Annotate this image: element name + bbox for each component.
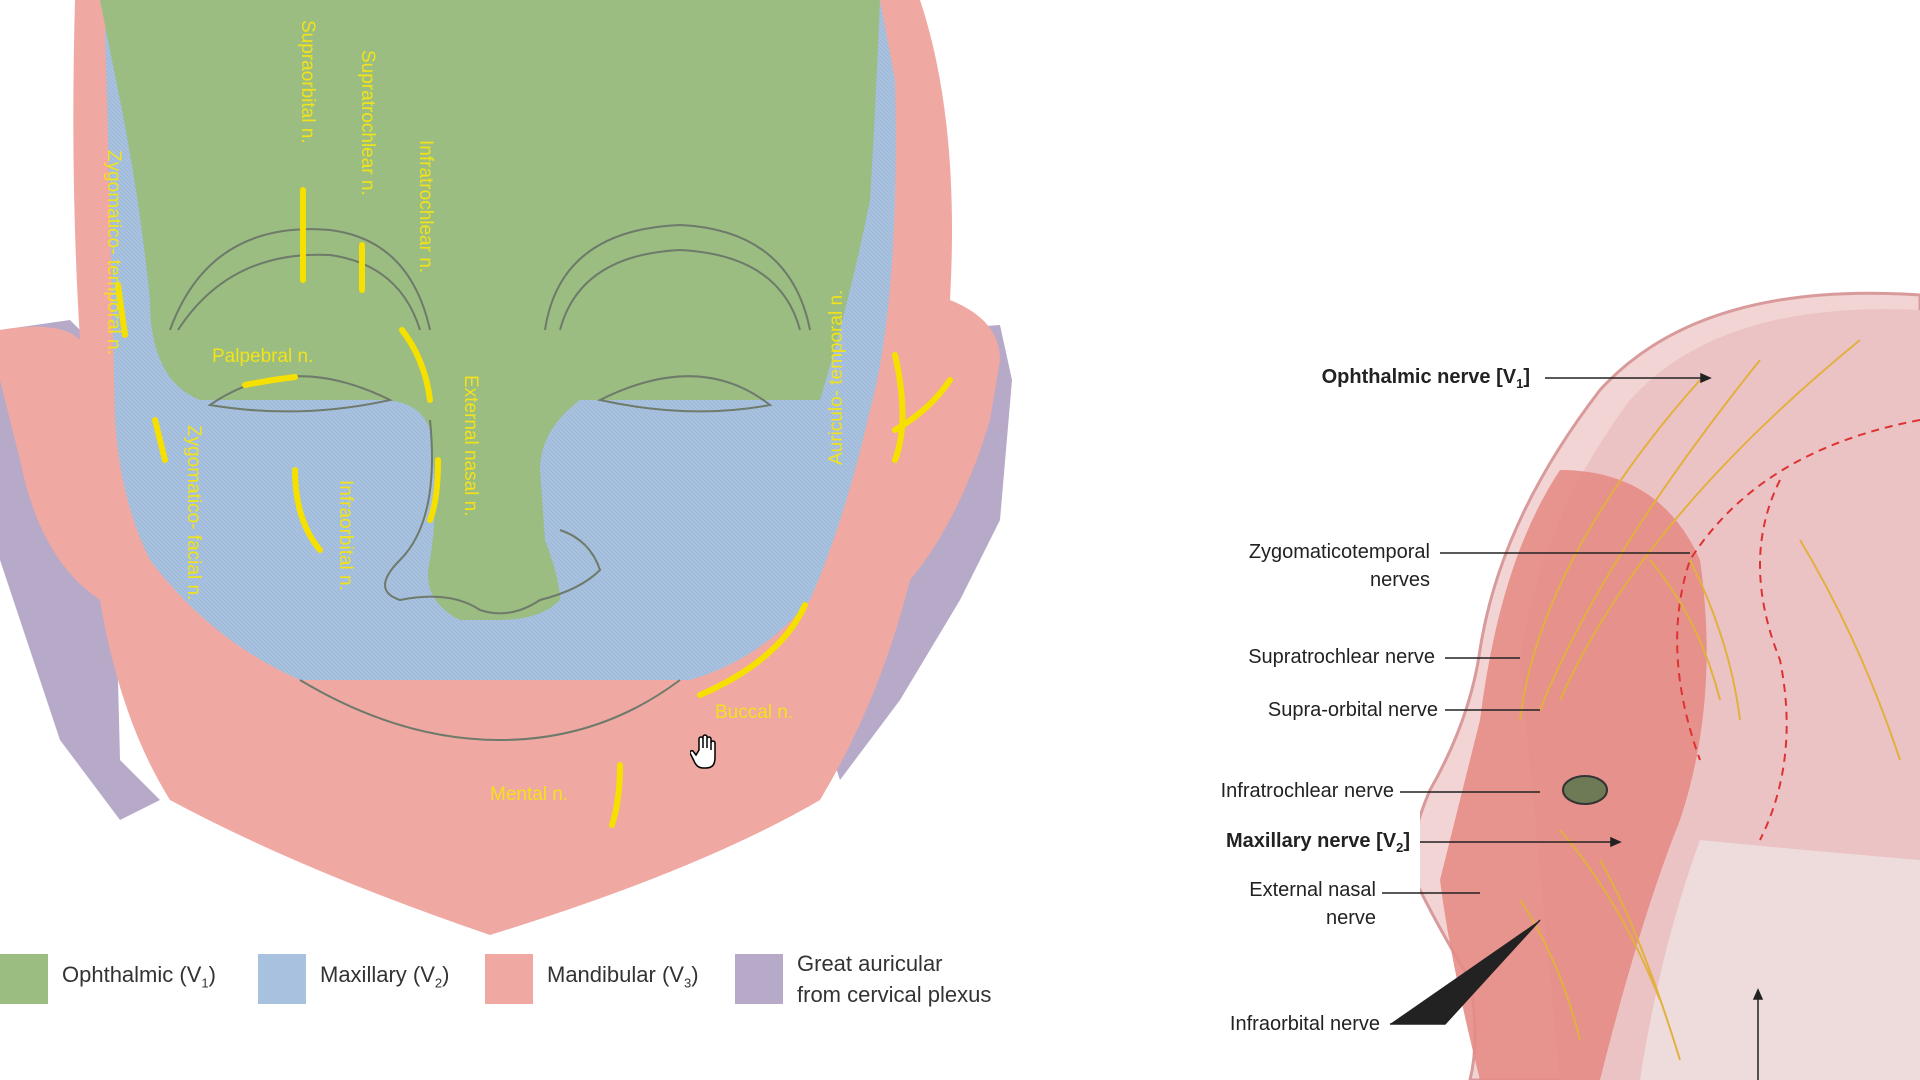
- label-maxillary-nerve: Maxillary nerve [V2]: [1226, 830, 1410, 855]
- front-nerve-labels: Zygomatico- temporal n. Supraorbital n. …: [103, 20, 847, 805]
- label-auriculotemporal: Auriculo- temporal n.: [826, 290, 847, 465]
- auriculotemporal-marker: [892, 352, 953, 463]
- label-ophthalmic-nerve: Ophthalmic nerve [V1]: [1321, 366, 1530, 391]
- legend-maxillary: Maxillary (V2): [258, 952, 449, 1006]
- infratrochlear-marker: [399, 327, 433, 403]
- legend-great-auricular: Great auricular from cervical plexus: [735, 951, 991, 1007]
- legend-ophthalmic: Ophthalmic (V1): [0, 952, 216, 1006]
- eye: [1562, 775, 1608, 805]
- label-external-nasal: External nasal n.: [460, 375, 481, 517]
- label-buccal: Buccal n.: [715, 702, 793, 723]
- ophthalmic-region: [100, 0, 880, 620]
- lateral-head-illustration: [1420, 291, 1920, 1080]
- leader-lines: [1382, 372, 1764, 1080]
- right-eye: [597, 375, 773, 413]
- mouth-chin-line: [299, 679, 681, 742]
- nerve-markers: [115, 187, 953, 828]
- neck-area: [1640, 840, 1920, 1080]
- label-supraorbital: Supraorbital n.: [297, 20, 318, 144]
- dashed-boundary-1: [1676, 419, 1920, 761]
- zygomaticotemporal-marker: [115, 282, 128, 338]
- legend-swatch-ophthalmic: [0, 954, 48, 1004]
- buccal-marker: [697, 602, 808, 698]
- mental-marker: [609, 762, 623, 828]
- label-external-nasal-nerve: External nasal nerve: [1249, 879, 1376, 929]
- label-infraorbital-nerve: Infraorbital nerve: [1229, 1013, 1380, 1035]
- label-supratrochlear-nerve: Supratrochlear nerve: [1248, 646, 1435, 668]
- infraorbital-marker: [292, 467, 323, 553]
- facial-muscles: [1440, 470, 1707, 1080]
- zygomaticofacial-marker: [152, 417, 168, 463]
- right-eyebrow: [544, 223, 811, 331]
- label-mental: Mental n.: [490, 784, 568, 805]
- leader-infraorbital: [1390, 919, 1541, 1025]
- dashed-boundary-2: [1759, 479, 1788, 841]
- label-palpebral: Palpebral n.: [212, 346, 313, 367]
- right-eyebrow-inner: [559, 248, 801, 331]
- hand-cursor-icon: [690, 734, 716, 769]
- label-zygomaticofacial: Zygomatico- facial n.: [183, 425, 204, 600]
- left-eyebrow-inner: [177, 253, 421, 331]
- front-face-dermatome-map: Zygomatico- temporal n. Supraorbital n. …: [0, 0, 1012, 935]
- legend-mandibular: Mandibular (V3): [485, 952, 699, 1006]
- label-infratrochlear: Infratrochlear n.: [415, 140, 436, 273]
- legend-swatch-mandibular: [485, 954, 533, 1004]
- external-nasal-marker: [427, 457, 441, 523]
- legend-swatch-maxillary: [258, 954, 306, 1004]
- label-supraorbital-nerve: Supra-orbital nerve: [1267, 699, 1438, 721]
- palpebral-marker: [242, 374, 298, 388]
- label-infratrochlear-nerve: Infratrochlear nerve: [1220, 780, 1394, 802]
- left-eyebrow: [169, 228, 431, 331]
- nose-outline: [384, 419, 602, 615]
- label-supratrochlear: Supratrochlear n.: [357, 50, 378, 196]
- legend: Ophthalmic (V1) Maxillary (V2) Mandibula…: [0, 951, 1020, 1022]
- label-infraorbital: Infraorbital n.: [335, 480, 356, 591]
- legend-swatch-great-auricular: [735, 954, 783, 1004]
- label-zygomaticotemporal-nerves: Zygomaticotemporal nerves: [1248, 541, 1430, 591]
- label-zygomaticotemporal: Zygomatico- temporal n.: [103, 150, 124, 355]
- nerve-branches: [1519, 339, 1901, 1061]
